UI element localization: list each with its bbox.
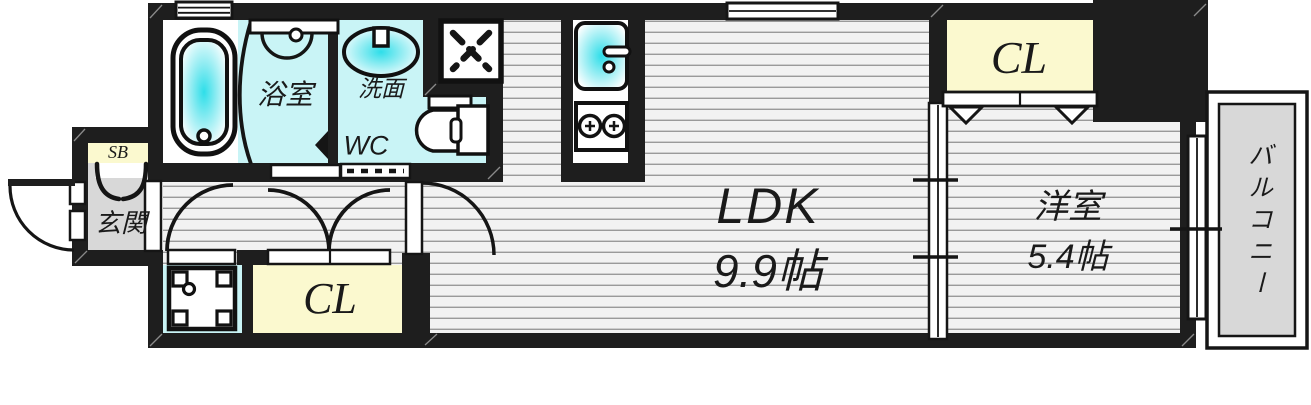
bath-door-curve xyxy=(237,20,253,165)
entrance-step xyxy=(143,179,163,253)
door-arcs xyxy=(8,20,496,256)
balcony-label: バルコニー xyxy=(1244,142,1273,302)
washroom-door xyxy=(269,163,342,180)
shower-counter xyxy=(248,18,340,60)
ldk-area-label: 9.9帖 xyxy=(713,245,823,297)
washroom-label: 洗面 xyxy=(358,75,404,102)
washing-machine-pan xyxy=(438,18,504,84)
appliance-pan xyxy=(166,265,238,332)
bathroom-label: 浴室 xyxy=(256,79,314,110)
corner-joint-marks xyxy=(73,3,1207,347)
entrance-label: 玄関 xyxy=(94,208,148,238)
door-openings xyxy=(68,162,424,266)
sliding-door xyxy=(913,101,958,341)
shoe-box-door-arc xyxy=(94,161,122,202)
bathtub xyxy=(170,27,238,157)
walls xyxy=(72,0,1208,348)
nook-door-leaf xyxy=(166,248,237,266)
kitchen-sink xyxy=(574,21,632,91)
entrance-jamb xyxy=(68,180,87,206)
bath-door-marker xyxy=(315,131,328,159)
balcony-deck xyxy=(1217,102,1297,338)
windows xyxy=(174,0,1222,321)
entrance-jamb xyxy=(68,209,87,242)
shoe-box-door-arc xyxy=(120,161,149,202)
wc-label: WC xyxy=(343,130,389,161)
ldk-label: LDK xyxy=(716,178,820,234)
closet-lower-label: CL xyxy=(303,274,357,323)
shoe-box-door-band xyxy=(95,163,145,178)
shoe-box-floor xyxy=(88,142,148,163)
shoe-box-label: SB xyxy=(108,142,128,162)
bathroom-floor xyxy=(238,20,332,165)
gas-stove xyxy=(574,101,629,152)
closet-upper-floor xyxy=(947,20,1093,92)
closet-upper-label: CL xyxy=(990,32,1048,83)
western-room-label: 洋室 xyxy=(1034,188,1102,226)
washbasin xyxy=(342,26,420,78)
closet-lower-floor xyxy=(253,265,405,333)
balcony xyxy=(1205,90,1309,350)
toilet xyxy=(414,94,490,156)
western-room-area-label: 5.4帖 xyxy=(1027,238,1109,276)
closet-upper-folding-doors xyxy=(941,90,1099,126)
entrance-door xyxy=(8,179,75,186)
louver-window xyxy=(174,0,234,20)
hall-door-leaf xyxy=(404,180,424,256)
